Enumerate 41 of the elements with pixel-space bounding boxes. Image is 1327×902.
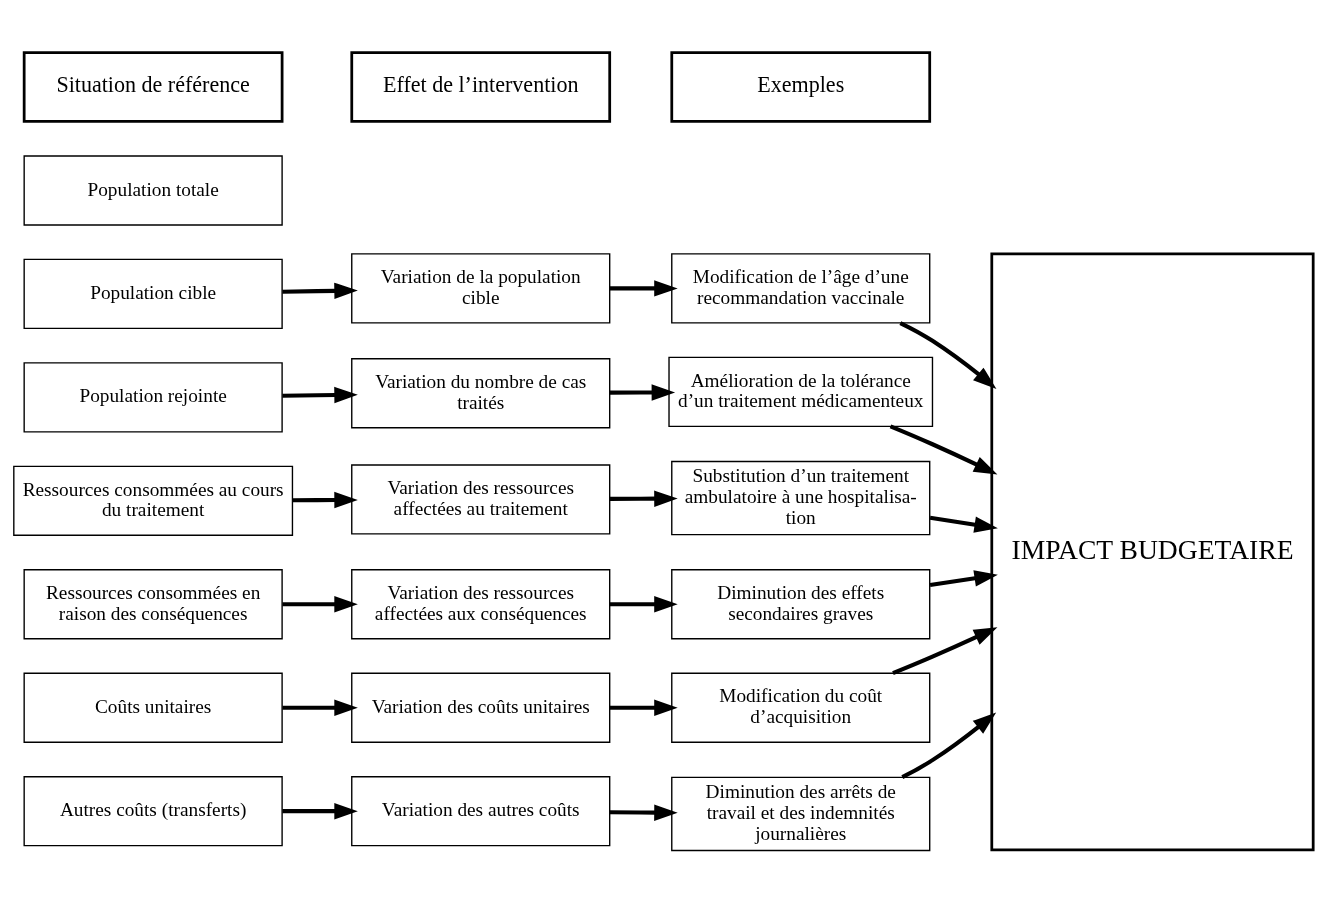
node-box: Exemples — [670, 50, 932, 123]
node-box: Diminution des effets secondaires graves — [671, 568, 931, 639]
node-box: Diminution des arrêts de travail et des indemnités journalières — [671, 776, 931, 851]
node-box: Modification du coût d’acquisition — [671, 672, 931, 743]
arrow — [609, 383, 676, 401]
node-box: Variation des ressources affectées aux conséquences — [351, 568, 611, 639]
arrow — [929, 515, 998, 533]
node-box: Ressources consommées en raison des conséquences — [23, 568, 283, 639]
arrow — [282, 595, 358, 612]
arrow — [892, 626, 998, 675]
arrow — [282, 386, 358, 403]
arrow — [901, 711, 997, 779]
arrow — [609, 595, 678, 612]
node-box: Variation du nombre de cas traités — [351, 357, 611, 428]
arrow — [899, 320, 997, 389]
arrow — [282, 802, 358, 819]
node-box: Ressources consommées au cours du traitement — [13, 465, 294, 536]
arrow — [609, 279, 678, 297]
node-box: Population cible — [23, 258, 283, 329]
arrow — [889, 423, 998, 474]
arrow — [282, 282, 358, 299]
node-box: Amélioration de la tolérance d’un traitement médicamenteux — [668, 356, 934, 427]
node-box: Effet de l’intervention — [350, 50, 612, 123]
node-box: Modification de l’âge d’une recommandation vaccinale — [671, 252, 931, 324]
node-box: Population rejointe — [23, 361, 283, 433]
node-box: Autres coûts (transferts) — [23, 775, 283, 846]
arrow — [609, 699, 678, 716]
node-box: Situation de référence — [22, 50, 284, 123]
node-box: Coûts unitaires — [23, 672, 283, 743]
arrow — [292, 491, 358, 508]
node-box: Variation de la population cible — [351, 252, 611, 324]
node-box: Population totale — [23, 154, 283, 226]
node-box: Variation des coûts unitaires — [351, 672, 611, 743]
node-box: Variation des autres coûts — [351, 775, 611, 846]
node-box: Substitution d’un traitement ambulatoire à une hospitalisa-tion — [671, 460, 931, 535]
arrow — [929, 569, 998, 587]
arrow — [609, 489, 678, 507]
node-box: Variation des ressources affectées au traitement — [351, 463, 611, 535]
node-box: IMPACT BUDGETAIRE — [990, 252, 1315, 851]
arrow — [282, 699, 358, 716]
arrow — [609, 803, 678, 821]
